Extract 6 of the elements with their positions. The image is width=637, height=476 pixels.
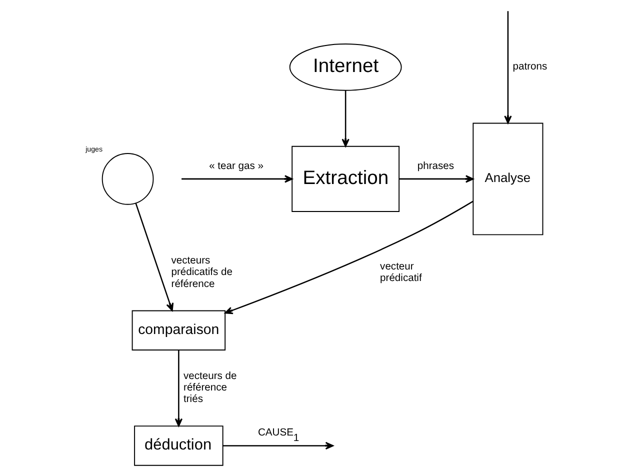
edge-label: vecteur prédicatif xyxy=(380,261,422,284)
edge-label: vecteurs prédicatifs de référence xyxy=(170,256,232,290)
edge-label: patrons xyxy=(512,62,547,73)
edge-label: « tear gas » xyxy=(208,161,263,172)
edge-label: phrases xyxy=(416,161,454,172)
edge-label: vecteurs de référence triés xyxy=(183,370,236,406)
